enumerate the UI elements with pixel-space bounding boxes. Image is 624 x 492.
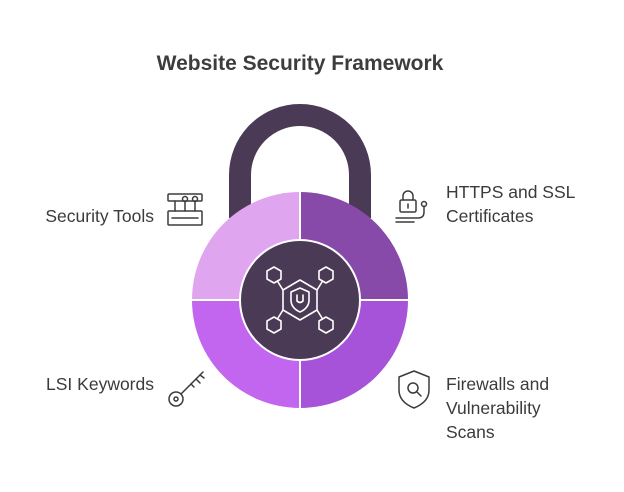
padlock-shackle <box>229 104 371 218</box>
label-line: Firewalls and <box>446 374 550 394</box>
diagram-title: Website Security Framework <box>156 52 444 75</box>
padlock-cable-icon <box>395 190 428 223</box>
toolbox-icon <box>167 193 203 226</box>
label-https-ssl: HTTPS and SSL Certificates <box>446 180 616 228</box>
shield-search-icon <box>398 370 430 409</box>
key-icon <box>168 371 205 407</box>
label-security-tools: Security Tools <box>45 204 154 228</box>
center-circle <box>239 239 361 361</box>
shield-network-icon <box>266 266 334 334</box>
label-lsi-keywords: LSI Keywords <box>46 372 154 396</box>
label-line: Certificates <box>446 206 534 226</box>
label-line: Vulnerability <box>446 398 541 418</box>
label-line: Security Tools <box>45 206 154 226</box>
label-line: HTTPS and SSL <box>446 182 576 202</box>
label-line: LSI Keywords <box>46 374 154 394</box>
label-line: Scans <box>446 422 495 442</box>
label-firewalls: Firewalls and Vulnerability Scans <box>446 372 616 444</box>
